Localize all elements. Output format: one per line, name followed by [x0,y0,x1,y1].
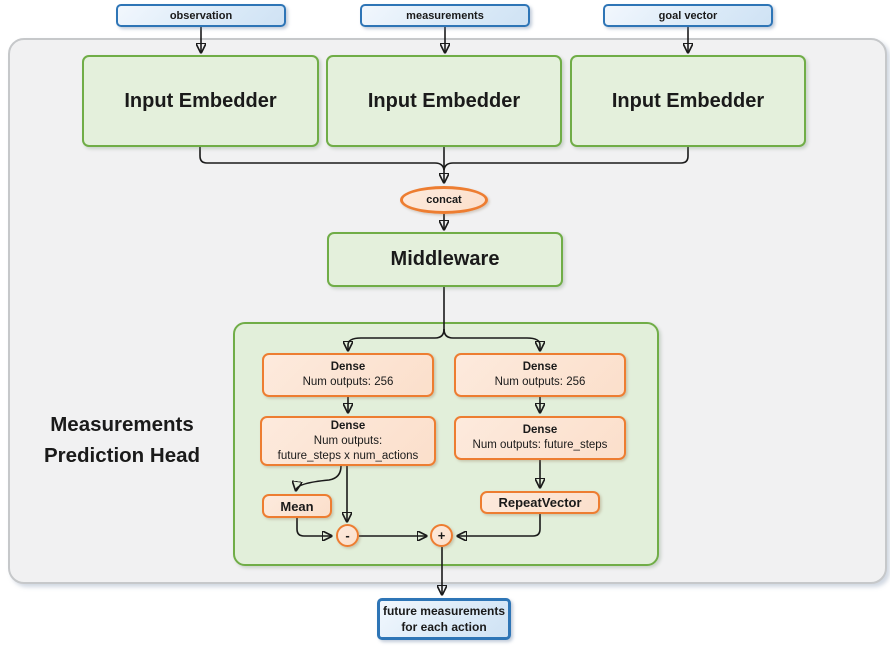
input-embedder-1: Input Embedder [82,55,319,147]
dense-right-2-outputs: Num outputs: future_steps [472,439,608,451]
dense-left-2: Dense Num outputs: future_steps x num_ac… [260,416,436,466]
observation-label: observation [169,9,233,22]
mean-node: Mean [262,494,332,518]
concat-node: concat [400,186,488,214]
subtract-operator: - [336,524,359,547]
input-embedder-2: Input Embedder [326,55,562,147]
dense-right-1-outputs: Num outputs: 256 [494,376,586,388]
minus-icon: - [345,528,350,543]
concat-label: concat [426,194,462,206]
plus-icon: + [437,528,446,543]
dense-right-2: Dense Num outputs: future_steps [454,416,626,460]
input-box-measurements: measurements [360,4,530,27]
repeat-vector-label: RepeatVector [498,495,582,510]
middleware-node: Middleware [327,232,563,287]
dense-left-2-outputs: Num outputs: [313,434,383,447]
add-operator: + [430,524,453,547]
prediction-head-title-line1: Measurements [50,413,194,436]
input-box-observation: observation [116,4,286,27]
repeat-vector-node: RepeatVector [480,491,600,514]
middleware-label: Middleware [390,248,500,270]
prediction-head-title: Measurements Prediction Head [18,409,226,471]
dense-right-1-title: Dense [522,361,558,373]
dense-left-1-title: Dense [330,361,366,373]
dense-left-1: Dense Num outputs: 256 [262,353,434,397]
output-label-line2: for each action [401,620,487,634]
dense-left-2-title: Dense [330,419,366,432]
dense-right-2-title: Dense [522,424,558,436]
dense-left-2-outputs-value: future_steps x num_actions [277,449,419,462]
output-box-future-measurements: future measurements for each action [377,598,511,640]
output-label-line1: future measurements [382,604,506,618]
mean-label: Mean [280,498,314,514]
input-embedder-3-label: Input Embedder [611,89,765,112]
input-box-goal-vector: goal vector [603,4,773,27]
measurements-label: measurements [406,9,484,22]
goal-vector-label: goal vector [658,9,718,22]
input-embedder-2-label: Input Embedder [367,89,521,112]
prediction-head-title-line2: Prediction Head [43,444,201,467]
dense-left-1-outputs: Num outputs: 256 [302,376,394,388]
input-embedder-1-label: Input Embedder [124,89,277,112]
dense-right-1: Dense Num outputs: 256 [454,353,626,397]
input-embedder-3: Input Embedder [570,55,806,147]
